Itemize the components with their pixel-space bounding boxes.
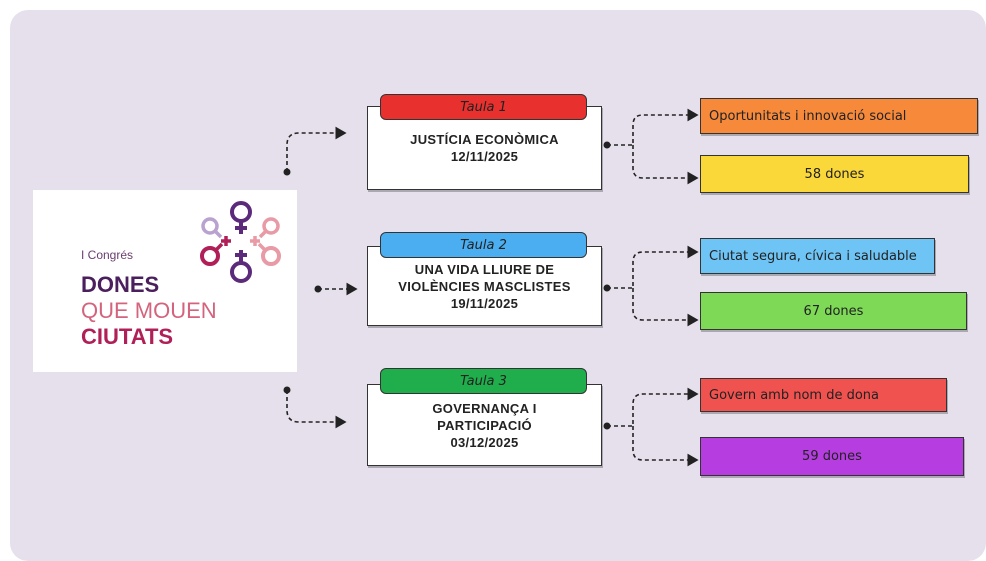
logo-line-dones: DONES	[81, 272, 160, 297]
table-1-date: 12/11/2025	[450, 149, 519, 164]
table-3-title-line-2: PARTICIPACIÓ	[437, 417, 532, 433]
table-3-topic: Govern amb nom de dona	[700, 378, 947, 412]
table-2-title-line-1: UNA VIDA LLIURE DE	[414, 261, 555, 277]
table-2-topic: Ciutat segura, cívica i saludable	[700, 238, 935, 274]
logo-line-que-mouen: QUE MOUEN	[81, 298, 217, 323]
table-3-title-line-1: GOVERNANÇA I	[432, 400, 537, 416]
logo-line-ciutats: CIUTATS	[81, 324, 174, 349]
table-card-1: JUSTÍCIA ECONÒMICA 12/11/2025	[367, 106, 602, 190]
table-1-count: 58 dones	[700, 155, 969, 193]
table-2-date: 19/11/2025	[450, 295, 519, 311]
table-2-tab: Taula 2	[380, 232, 587, 258]
gender-symbols-icon	[200, 201, 281, 283]
table-3-date: 03/12/2025	[450, 434, 519, 450]
table-2-title-line-2: VIOLÈNCIES MASCLISTES	[398, 278, 571, 294]
table-1-title: JUSTÍCIA ECONÒMICA	[410, 132, 559, 147]
table-card-2: UNA VIDA LLIURE DE VIOLÈNCIES MASCLISTES…	[367, 246, 602, 326]
table-1-topic: Oportunitats i innovació social	[700, 98, 978, 134]
table-2-count: 67 dones	[700, 292, 967, 330]
table-3-tab: Taula 3	[380, 368, 587, 394]
logo-line-congress: I Congrés	[81, 248, 134, 262]
table-3-count: 59 dones	[700, 437, 964, 476]
table-1-tab: Taula 1	[380, 94, 587, 120]
table-card-3: GOVERNANÇA I PARTICIPACIÓ 03/12/2025	[367, 384, 602, 466]
congress-logo: I Congrés DONES QUE MOUEN CIUTATS	[33, 190, 297, 372]
